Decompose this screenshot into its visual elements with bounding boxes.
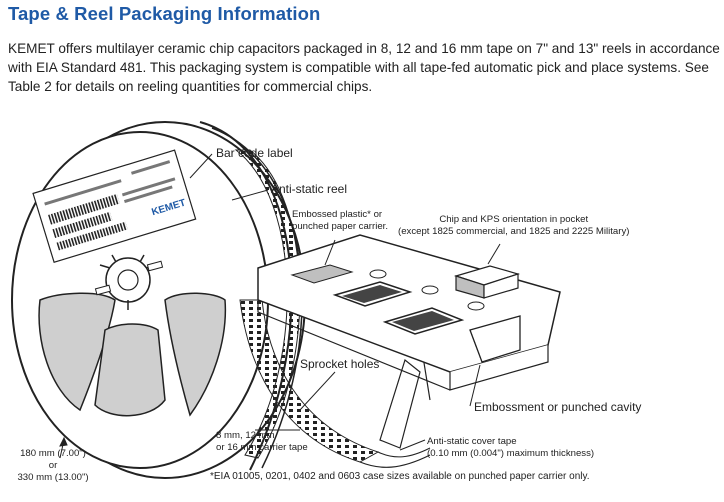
carrier-tape-strip bbox=[239, 299, 431, 468]
footnote: *EIA 01005, 0201, 0402 and 0603 case siz… bbox=[210, 471, 590, 482]
chip-orientation-line-2: (except 1825 commercial, and 1825 and 22… bbox=[398, 226, 630, 237]
sprocket-holes-caption: Sprocket holes bbox=[300, 357, 380, 371]
carrier-tape-section bbox=[257, 234, 561, 391]
reel-size-line-3: 330 mm (13.00") bbox=[17, 472, 89, 483]
cover-tape-line-1: Anti-static cover tape bbox=[427, 436, 517, 447]
chip-orientation-caption: Chip and KPS orientation in pocket (exce… bbox=[398, 214, 629, 238]
embossment-cavity-caption: Embossment or punched cavity bbox=[474, 400, 642, 414]
tape-width-caption: 8 mm, 12 mm or 16 mm carrier tape bbox=[216, 430, 308, 454]
leader-lines bbox=[189, 153, 501, 451]
tape-width-line-1: 8 mm, 12 mm bbox=[216, 430, 275, 441]
embossed-carrier-caption: Embossed plastic* or punched paper carri… bbox=[292, 209, 388, 233]
chip-orientation-line-1: Chip and KPS orientation in pocket bbox=[439, 214, 589, 225]
embossed-carrier-line-1: Embossed plastic* or bbox=[292, 209, 383, 220]
reel-size-line-2: or bbox=[48, 460, 58, 471]
page-title: Tape & Reel Packaging Information bbox=[8, 3, 321, 24]
cover-tape-line-2: (0.10 mm (0.004") maximum thickness) bbox=[427, 448, 595, 459]
embossed-carrier-line-2: punched paper carrier. bbox=[292, 221, 388, 232]
bar-code-label-caption: Bar code label bbox=[216, 146, 293, 160]
tape-width-line-2: or 16 mm carrier tape bbox=[216, 442, 308, 453]
cover-tape-caption: Anti-static cover tape (0.10 mm (0.004")… bbox=[427, 436, 594, 460]
anti-static-reel-caption: Anti-static reel bbox=[271, 182, 348, 196]
reel-size-line-1: 180 mm (7.00") bbox=[20, 448, 86, 459]
reel-dimension-arrow bbox=[59, 436, 68, 459]
intro-paragraph: KEMET offers multilayer ceramic chip cap… bbox=[8, 41, 720, 94]
barcode-label: KEMET bbox=[32, 149, 197, 264]
reel-size-caption: 180 mm (7.00") or 330 mm (13.00") bbox=[13, 448, 93, 484]
